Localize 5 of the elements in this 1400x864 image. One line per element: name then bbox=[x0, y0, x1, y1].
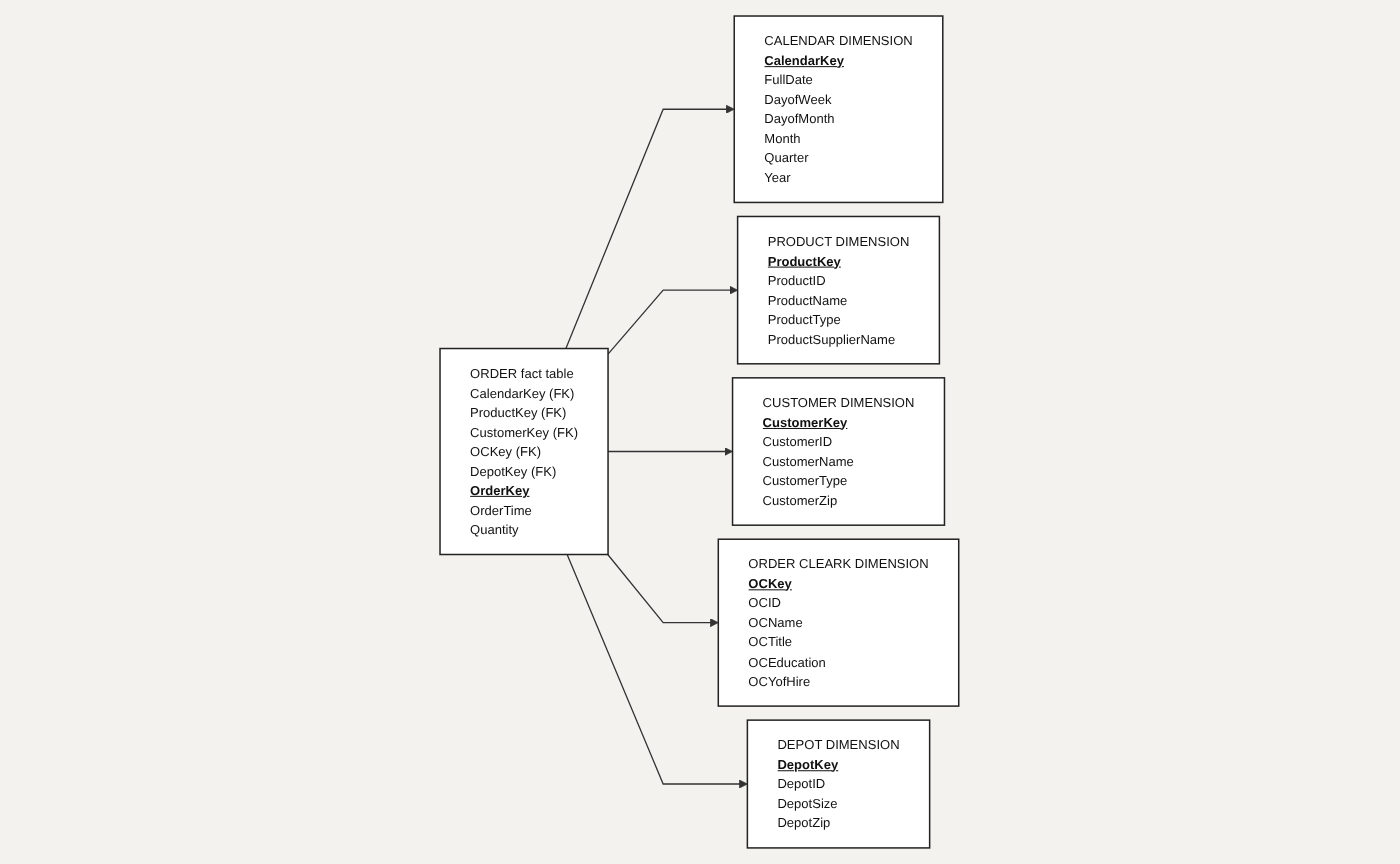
arrow bbox=[565, 104, 736, 350]
arrow bbox=[607, 553, 720, 628]
arrow bbox=[608, 447, 734, 456]
arrow bbox=[567, 553, 749, 789]
arrow bbox=[608, 285, 739, 355]
